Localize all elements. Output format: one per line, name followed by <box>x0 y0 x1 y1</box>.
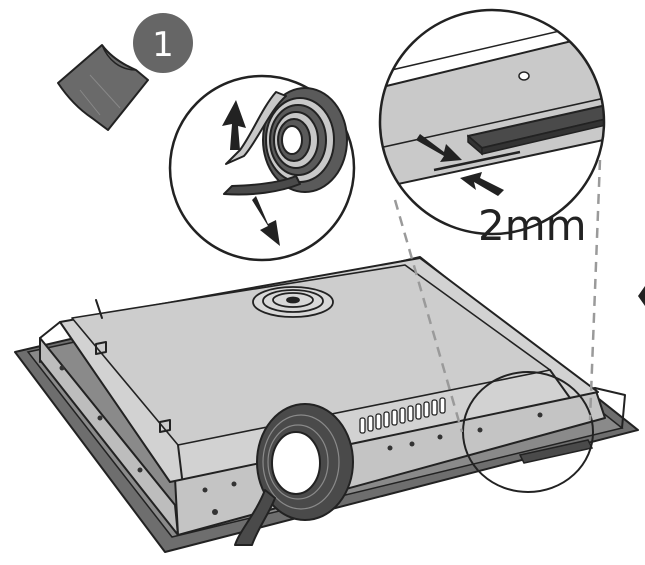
gap-arrow-lower-icon <box>460 172 504 196</box>
ventilation-slots <box>359 397 446 434</box>
edge-mark <box>638 286 645 306</box>
zoom-target-circle <box>462 371 594 493</box>
detail-circle-peel <box>168 74 356 262</box>
tape-package-icon <box>57 44 149 131</box>
step-badge: 1 <box>133 13 193 73</box>
coil-rings <box>252 286 334 318</box>
tape-roll <box>234 403 354 546</box>
tape-strip-applied <box>518 439 594 464</box>
gap-arrow-upper-icon <box>416 134 462 162</box>
arrow-up-icon <box>222 100 246 150</box>
detail-circle-gap: 2mm <box>378 8 606 250</box>
hob-body <box>39 257 626 536</box>
zoom-leader-lines <box>393 159 602 433</box>
arrow-down-icon <box>252 196 280 246</box>
step-number: 1 <box>152 25 174 65</box>
measurement-label: 2mm <box>478 201 587 250</box>
